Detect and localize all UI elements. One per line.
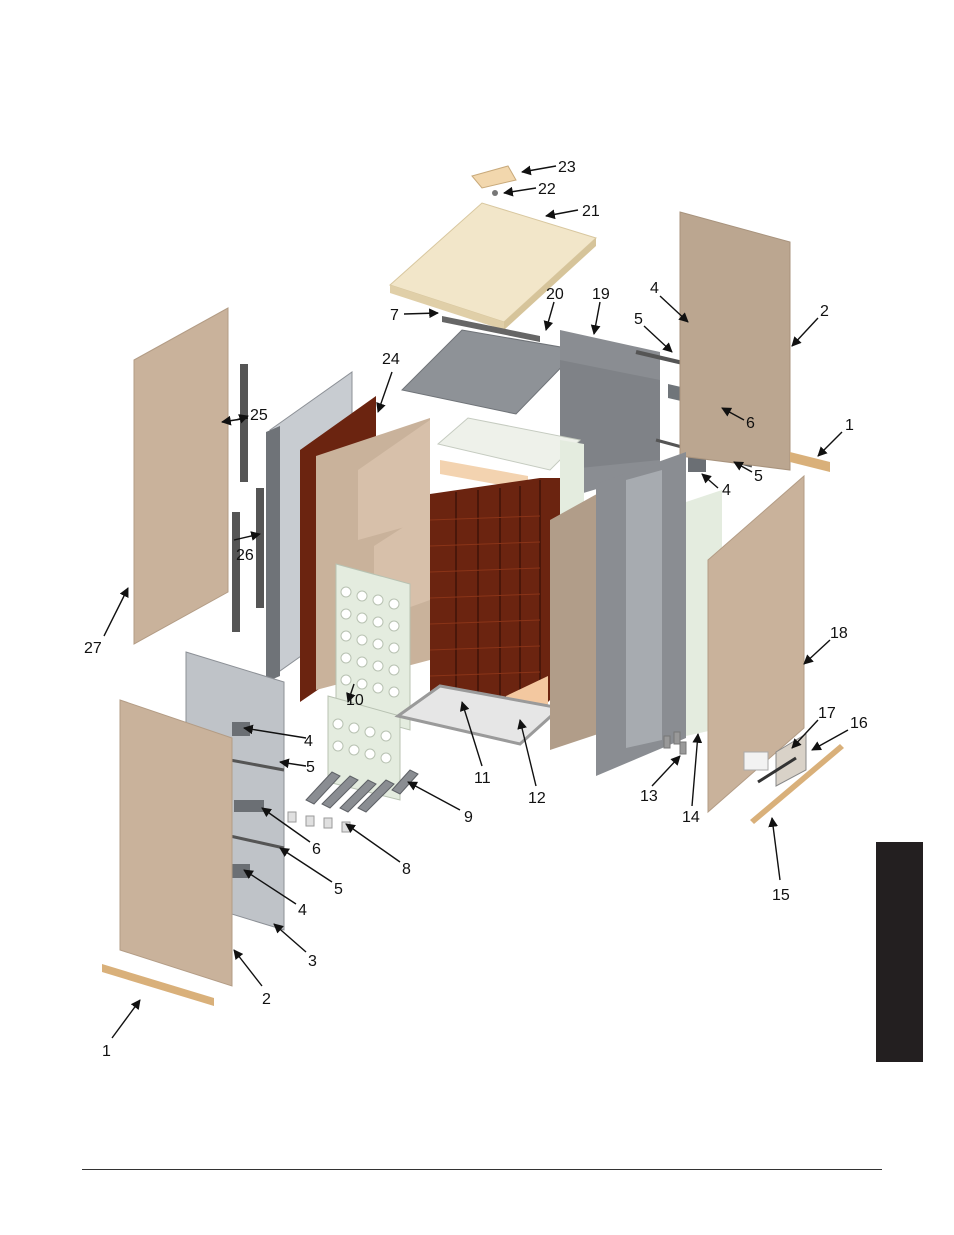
callout-4-lower-b: 4 [298, 902, 307, 919]
part-27-left-panel [134, 308, 228, 644]
footer-divider [82, 1169, 882, 1170]
callout-10: 10 [346, 692, 364, 709]
part-23-top-cap [472, 166, 516, 188]
callout-8: 8 [402, 861, 411, 878]
callout-3: 3 [308, 953, 317, 970]
callout-5-lower-a: 5 [306, 759, 315, 776]
callout-13: 13 [640, 788, 658, 805]
callout-17: 17 [818, 705, 836, 722]
callout-11: 11 [474, 770, 491, 787]
callout-4-lower-a: 4 [304, 733, 313, 750]
callout-20: 20 [546, 286, 564, 303]
part-20-top-sheet [402, 330, 578, 414]
callout-19: 19 [592, 286, 610, 303]
callout-5-mid: 5 [754, 468, 763, 485]
callout-26: 26 [236, 547, 254, 564]
callout-1-right: 1 [845, 417, 854, 434]
callout-21: 21 [582, 203, 600, 220]
part-front-steel-inner [626, 470, 662, 748]
part-2-left-panel [120, 700, 232, 986]
callout-24: 24 [382, 351, 400, 368]
callout-25: 25 [250, 407, 268, 424]
part-4-bracket-lower-b [232, 864, 250, 878]
part-1-wood-strip-right [790, 452, 830, 472]
part-18-label-plate [744, 752, 768, 770]
callout-22: 22 [538, 181, 556, 198]
part-21-top-panel [390, 203, 596, 322]
callout-12: 12 [528, 790, 546, 807]
callout-14: 14 [682, 809, 700, 826]
section-tab [876, 842, 923, 1062]
part-26-rail-a [232, 512, 240, 632]
callout-16: 16 [850, 715, 868, 732]
callout-2-left: 2 [262, 991, 271, 1008]
part-8-blocks [288, 812, 350, 832]
callout-23: 23 [558, 159, 576, 176]
part-core-top-boards [438, 418, 580, 470]
callout-6-top: 6 [746, 415, 755, 432]
callout-2-right: 2 [820, 303, 829, 320]
callout-4-top: 4 [650, 280, 659, 297]
callout-27: 27 [84, 640, 102, 657]
callout-4-mid: 4 [722, 482, 731, 499]
part-22-fastener [492, 190, 498, 196]
part-2-right-panel [680, 212, 790, 470]
callout-18: 18 [830, 625, 848, 642]
part-24-metal-strip [266, 426, 280, 682]
part-25-rail-b [240, 364, 248, 482]
callout-1-left: 1 [102, 1043, 111, 1060]
parts [102, 166, 844, 1006]
part-26-rail-b [256, 488, 264, 608]
callout-15: 15 [772, 887, 790, 904]
callout-7: 7 [390, 307, 399, 324]
callout-9: 9 [464, 809, 473, 826]
callout-5-lower-b: 5 [334, 881, 343, 898]
callout-5-top: 5 [634, 311, 643, 328]
callout-6-lower: 6 [312, 841, 321, 858]
part-6-channel-lower [234, 800, 264, 812]
